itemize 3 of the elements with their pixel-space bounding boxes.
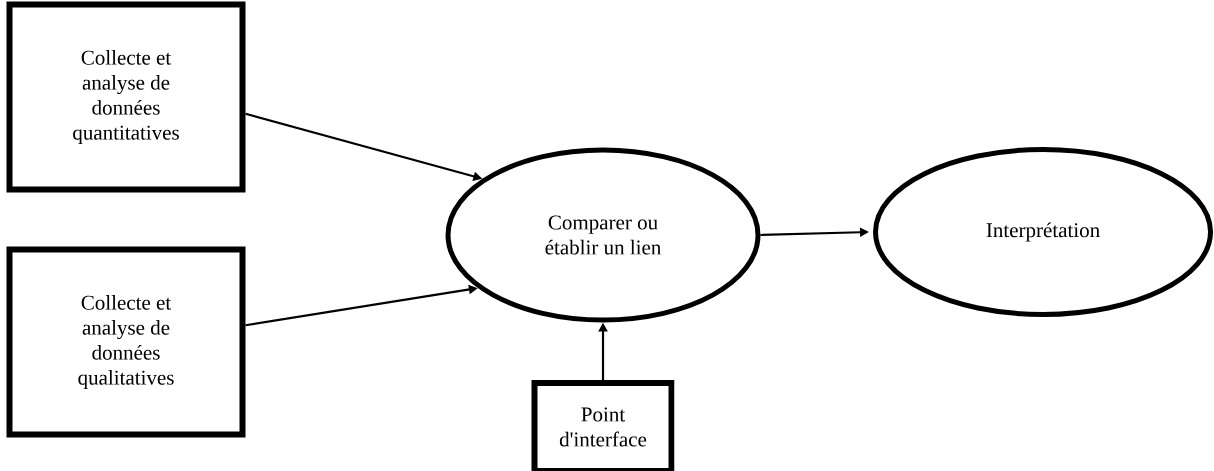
process-box: Collecte et analyse de données qualitatives [6, 246, 246, 438]
process-box: Point d'interface [531, 380, 675, 471]
process-box: Collecte et analyse de données quantitatives [6, 1, 246, 193]
